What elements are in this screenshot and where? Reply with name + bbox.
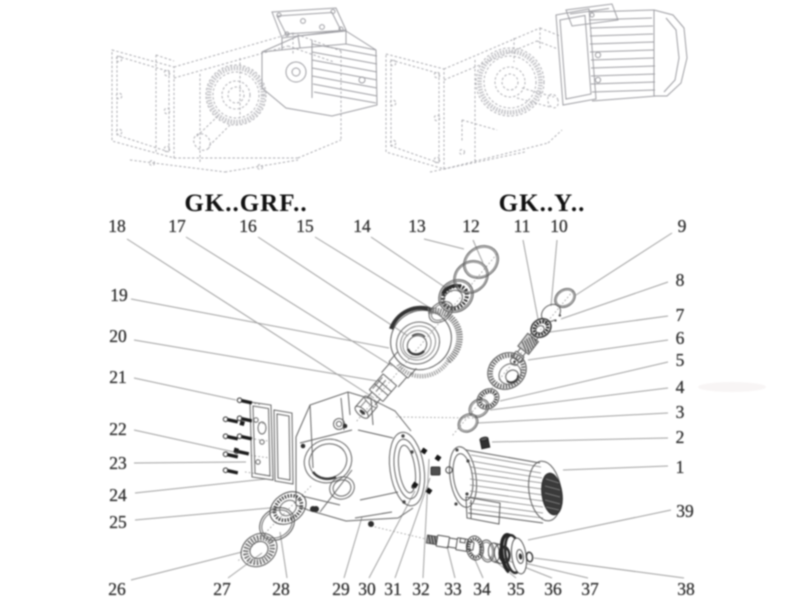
svg-text:5: 5: [676, 350, 685, 370]
svg-text:1: 1: [676, 457, 685, 477]
svg-text:39: 39: [676, 501, 694, 521]
svg-text:32: 32: [412, 579, 430, 599]
svg-text:10: 10: [550, 216, 568, 236]
svg-text:14: 14: [353, 216, 371, 236]
svg-text:27: 27: [213, 579, 231, 599]
svg-text:2: 2: [676, 427, 685, 447]
svg-text:19: 19: [110, 285, 128, 305]
svg-text:36: 36: [544, 579, 562, 599]
svg-text:34: 34: [473, 579, 491, 599]
svg-text:30: 30: [358, 579, 376, 599]
svg-text:7: 7: [676, 305, 685, 325]
svg-text:38: 38: [677, 579, 695, 599]
svg-text:25: 25: [109, 512, 127, 532]
svg-text:GK..Y..: GK..Y..: [499, 190, 586, 217]
svg-text:37: 37: [581, 579, 599, 599]
svg-text:8: 8: [676, 270, 685, 290]
svg-text:28: 28: [272, 579, 290, 599]
svg-text:35: 35: [507, 579, 525, 599]
svg-text:29: 29: [332, 579, 350, 599]
svg-text:13: 13: [408, 216, 426, 236]
svg-text:33: 33: [444, 579, 462, 599]
svg-text:11: 11: [514, 216, 531, 236]
svg-text:26: 26: [108, 579, 126, 599]
svg-text:GK..GRF..: GK..GRF..: [184, 190, 307, 217]
svg-text:4: 4: [676, 377, 685, 397]
svg-text:23: 23: [109, 453, 127, 473]
svg-text:22: 22: [109, 419, 127, 439]
svg-text:16: 16: [239, 216, 257, 236]
svg-text:31: 31: [384, 579, 402, 599]
svg-text:18: 18: [108, 216, 126, 236]
svg-text:6: 6: [676, 328, 685, 348]
svg-text:17: 17: [168, 216, 186, 236]
svg-text:9: 9: [678, 216, 687, 236]
svg-text:12: 12: [462, 216, 480, 236]
svg-text:15: 15: [296, 216, 314, 236]
svg-text:3: 3: [676, 402, 685, 422]
svg-text:24: 24: [109, 485, 127, 505]
svg-text:21: 21: [109, 367, 127, 387]
svg-text:20: 20: [109, 326, 127, 346]
